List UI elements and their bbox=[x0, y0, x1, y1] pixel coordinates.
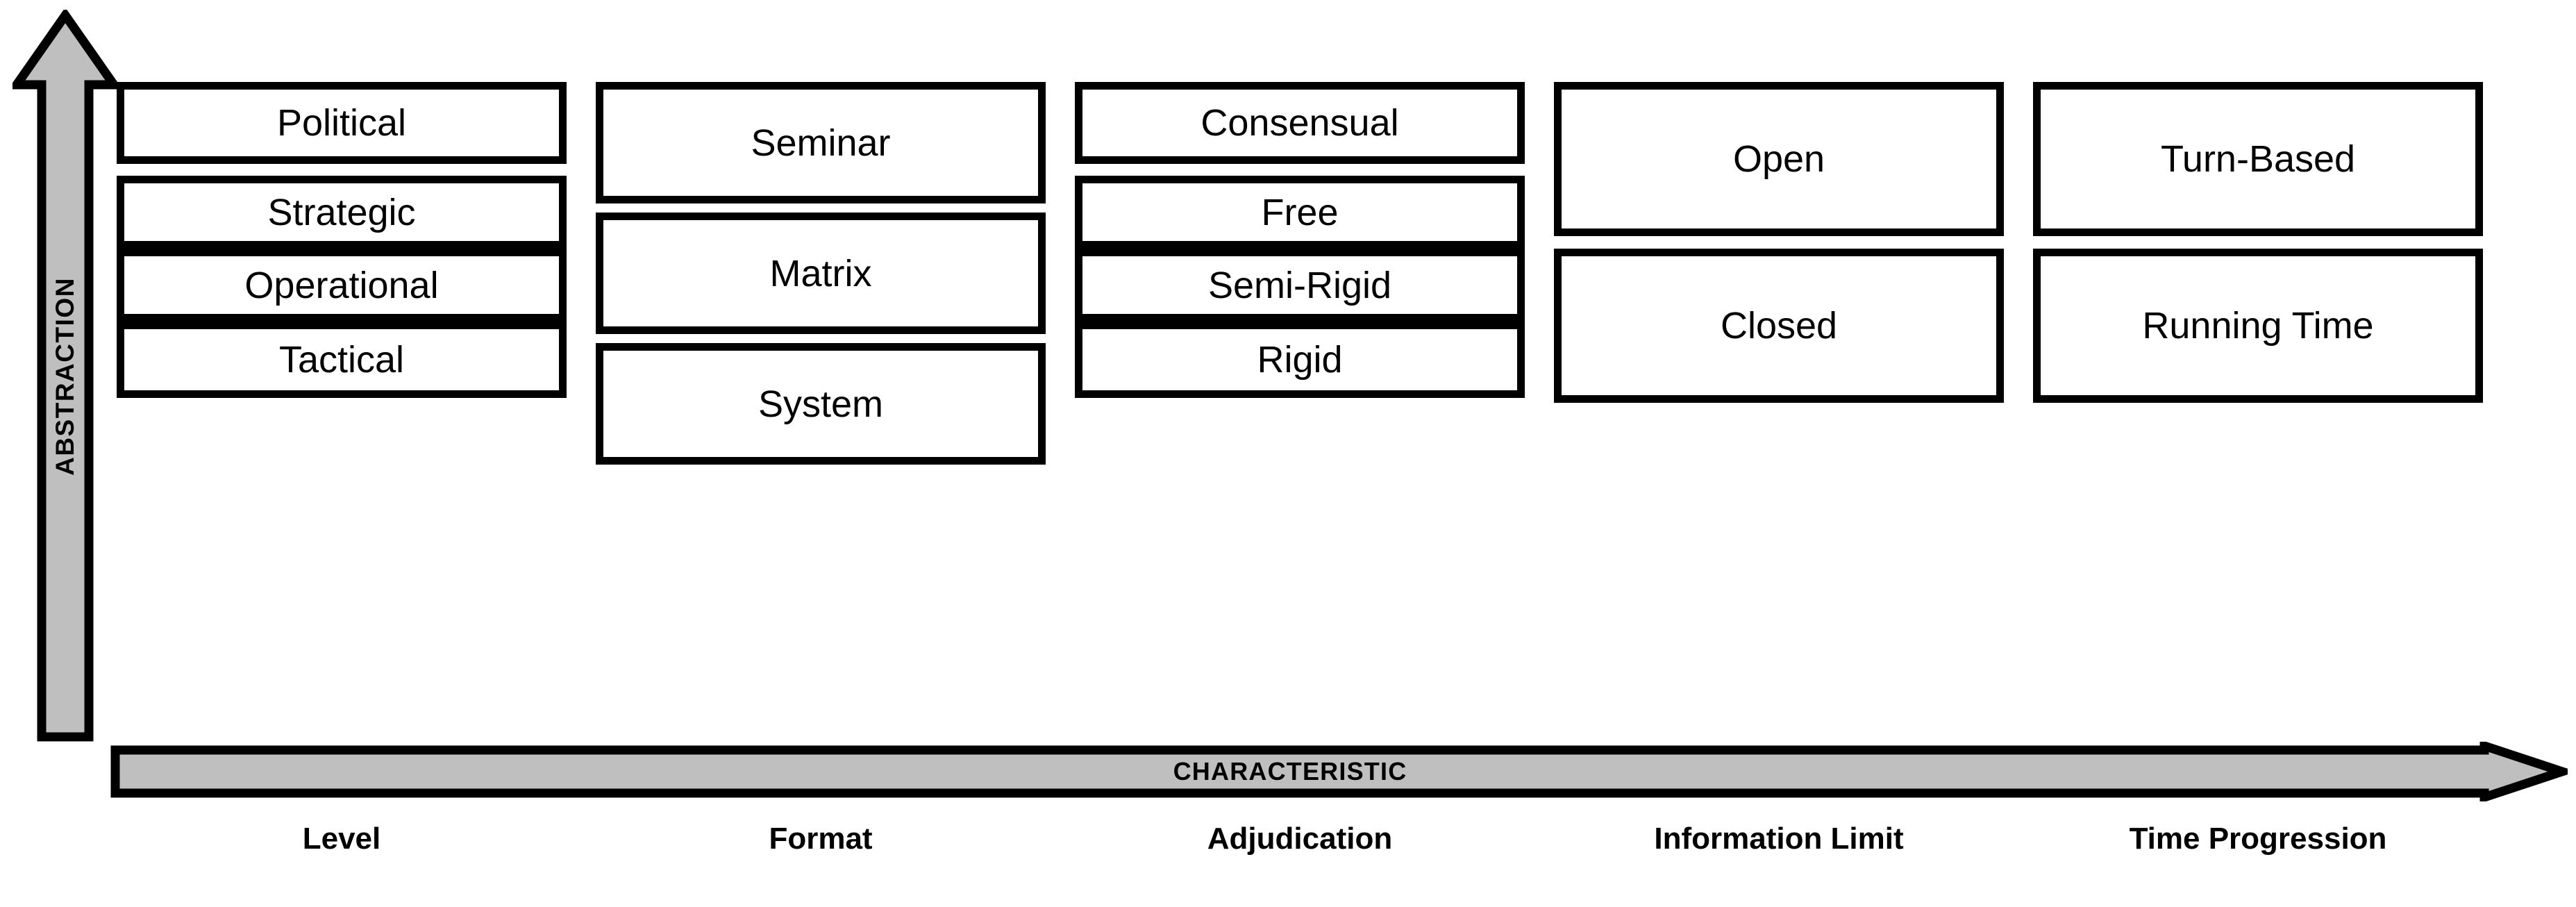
cell-level-tactical[interactable]: Tactical bbox=[117, 322, 567, 398]
cell-label: Tactical bbox=[278, 339, 405, 381]
cell-label: Running Time bbox=[2142, 305, 2374, 347]
column-format: Seminar Matrix System bbox=[596, 76, 1046, 733]
cell-label: Matrix bbox=[769, 252, 872, 294]
cell-label: Consensual bbox=[1201, 102, 1399, 144]
cell-label: Turn-Based bbox=[2160, 138, 2356, 180]
axis-label-level: Level bbox=[302, 822, 381, 856]
cell-label: Free bbox=[1261, 191, 1339, 233]
axis-label-adjudication: Adjudication bbox=[1207, 822, 1393, 856]
right-arrow-icon bbox=[110, 742, 2568, 801]
cell-level-political[interactable]: Political bbox=[117, 82, 567, 164]
cell-adjudication-consensual[interactable]: Consensual bbox=[1075, 82, 1525, 164]
cell-label: Operational bbox=[244, 264, 439, 306]
up-arrow-icon bbox=[12, 10, 118, 742]
column-level: Political Strategic Operational Tactical bbox=[117, 76, 567, 733]
cell-label: Open bbox=[1732, 138, 1825, 180]
cell-label: System bbox=[758, 383, 884, 425]
cell-time-progression-running-time[interactable]: Running Time bbox=[2033, 249, 2483, 403]
abstraction-axis-arrow: ABSTRACTION bbox=[12, 10, 118, 742]
cell-adjudication-rigid[interactable]: Rigid bbox=[1075, 322, 1525, 398]
cell-level-operational[interactable]: Operational bbox=[117, 249, 567, 322]
characteristic-axis-arrow: CHARACTERISTIC bbox=[110, 742, 2568, 801]
cell-label: Seminar bbox=[751, 122, 891, 164]
axis-label-time-progression: Time Progression bbox=[2129, 822, 2387, 856]
cell-information-limit-open[interactable]: Open bbox=[1554, 82, 2004, 236]
cell-information-limit-closed[interactable]: Closed bbox=[1554, 249, 2004, 403]
cell-time-progression-turn-based[interactable]: Turn-Based bbox=[2033, 82, 2483, 236]
cell-label: Closed bbox=[1720, 305, 1838, 347]
cell-format-seminar[interactable]: Seminar bbox=[596, 82, 1046, 203]
cell-adjudication-free[interactable]: Free bbox=[1075, 176, 1525, 249]
column-information-limit: Open Closed bbox=[1554, 76, 2004, 733]
axis-label-information-limit: Information Limit bbox=[1654, 822, 1904, 856]
cell-label: Political bbox=[276, 102, 407, 144]
column-adjudication: Consensual Free Semi-Rigid Rigid bbox=[1075, 76, 1525, 733]
axis-label-format: Format bbox=[769, 822, 873, 856]
cell-label: Strategic bbox=[267, 191, 416, 233]
cell-format-system[interactable]: System bbox=[596, 343, 1046, 465]
cell-label: Rigid bbox=[1257, 339, 1343, 381]
cell-label: Semi-Rigid bbox=[1207, 264, 1392, 306]
cell-level-strategic[interactable]: Strategic bbox=[117, 176, 567, 249]
cell-format-matrix[interactable]: Matrix bbox=[596, 213, 1046, 334]
cell-adjudication-semi-rigid[interactable]: Semi-Rigid bbox=[1075, 249, 1525, 322]
column-time-progression: Turn-Based Running Time bbox=[2033, 76, 2483, 733]
